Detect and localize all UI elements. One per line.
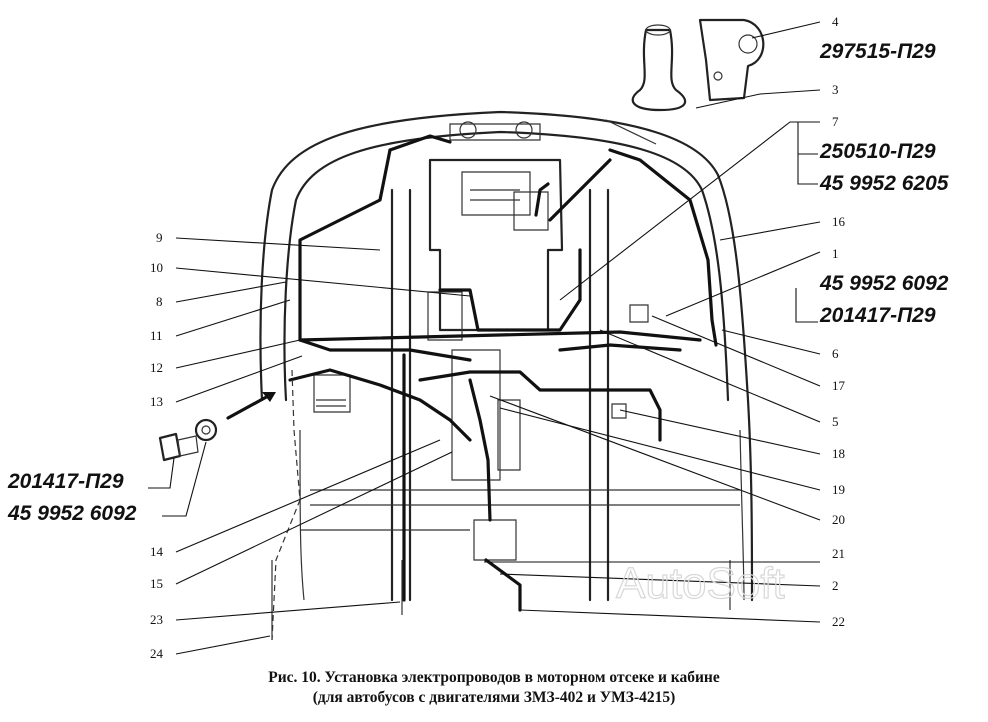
part-number-45-9952-6205: 45 9952 6205 <box>819 172 949 195</box>
callout-21: 21 <box>832 546 845 561</box>
callout-20: 20 <box>832 512 845 527</box>
callout-4: 4 <box>832 14 839 29</box>
callout-11: 11 <box>150 328 163 343</box>
leader-lines <box>148 21 821 655</box>
part-number-201417-right: 201417-П29 <box>819 304 936 327</box>
callout-12: 12 <box>150 360 163 375</box>
callout-17: 17 <box>832 378 846 393</box>
callout-9: 9 <box>156 230 163 245</box>
callout-16: 16 <box>832 214 846 229</box>
part-number-250510: 250510-П29 <box>819 140 936 163</box>
callout-6: 6 <box>832 346 839 361</box>
part-number-45-9952-6092-left: 45 9952 6092 <box>7 502 137 525</box>
callout-numbers: 4 3 7 16 1 6 17 5 18 19 20 21 2 22 9 10 … <box>150 14 846 661</box>
part-number-201417-left: 201417-П29 <box>7 470 124 493</box>
callout-23: 23 <box>150 612 163 627</box>
install-arrow-head <box>262 392 276 402</box>
callout-2: 2 <box>832 578 839 593</box>
wiring-harness <box>271 134 731 641</box>
callout-5: 5 <box>832 414 839 429</box>
detail-arrow-line <box>605 119 657 145</box>
part-number-297515: 297515-П29 <box>819 40 936 63</box>
callout-10: 10 <box>150 260 163 275</box>
part-numbers: 297515-П29 250510-П29 45 9952 6205 45 99… <box>7 40 949 525</box>
callout-14: 14 <box>150 544 164 559</box>
callout-3: 3 <box>832 82 839 97</box>
watermark: AutoSoft <box>616 559 785 608</box>
callout-1: 1 <box>832 246 839 261</box>
terminal-clamp-part-4 <box>698 18 765 102</box>
callout-8: 8 <box>156 294 163 309</box>
figure-caption-line-2: (для автобусов с двигателями ЗМЗ-402 и У… <box>312 689 676 706</box>
callout-15: 15 <box>150 576 163 591</box>
callout-24: 24 <box>150 646 164 661</box>
callout-22: 22 <box>832 614 845 629</box>
part-number-45-9952-6092-right: 45 9952 6092 <box>819 272 949 295</box>
lock-washer-icon <box>194 418 218 442</box>
callout-18: 18 <box>832 446 845 461</box>
figure-caption-line-1: Рис. 10. Установка электропроводов в мот… <box>268 669 720 686</box>
vehicle-body-outline <box>259 110 754 602</box>
install-arrow <box>226 393 272 420</box>
terminal-cover-part-3 <box>631 24 687 112</box>
bolt-icon <box>158 432 199 462</box>
callout-7: 7 <box>832 114 839 129</box>
callout-13: 13 <box>150 394 163 409</box>
callout-19: 19 <box>832 482 845 497</box>
